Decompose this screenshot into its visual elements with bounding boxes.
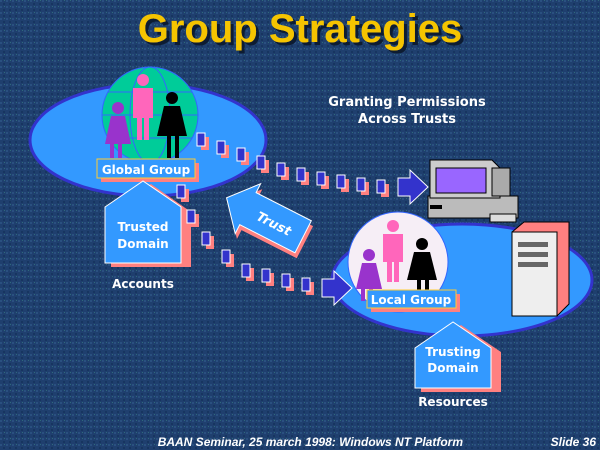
computer-icon: [427, 159, 519, 223]
page-title: Group Strategies: [138, 7, 463, 51]
chain-square: [241, 263, 251, 278]
resources-label: Resources: [418, 395, 488, 409]
permission-path-top: [196, 132, 389, 197]
people-icon: [356, 220, 437, 301]
local-group-label-box: [366, 289, 457, 309]
chain-square: [276, 162, 286, 177]
chain-square: [186, 209, 196, 224]
chain-square: [236, 147, 246, 162]
permission-path-bottom: [176, 184, 314, 295]
chain-square: [196, 132, 206, 147]
chain-square: [376, 179, 386, 194]
trusting-domain-badge: [414, 321, 492, 389]
chain-square: [301, 277, 311, 292]
trusting-domain-line2: Domain: [427, 361, 478, 375]
chain-square: [221, 249, 231, 264]
global-group-label-box: [96, 158, 196, 179]
server-icon: [511, 221, 570, 317]
local-group-label: Local Group: [371, 293, 452, 307]
chain-square: [216, 140, 226, 155]
caption-line2: Across Trusts: [358, 112, 456, 127]
chain-square: [336, 174, 346, 189]
chain-square: [256, 155, 266, 170]
arrow-to-computer-icon: [397, 168, 429, 206]
trusted-domain-line1: Trusted: [118, 220, 169, 234]
chain-square: [176, 184, 186, 199]
chain-square: [356, 177, 366, 192]
trusted-domain-badge: [104, 180, 182, 264]
arrow-to-local-group-icon: [321, 269, 353, 307]
footer-text: BAAN Seminar, 25 march 1998: Windows NT …: [158, 435, 464, 449]
chain-square: [316, 171, 326, 186]
global-group-label: Global Group: [102, 163, 191, 177]
trusted-domain-line2: Domain: [117, 237, 168, 251]
trusting-domain-line1: Trusting: [425, 345, 480, 359]
slide-number: Slide 36: [551, 435, 597, 449]
chain-square: [201, 231, 211, 246]
people-icon: [105, 74, 187, 158]
trust-arrow-icon: Trust: [225, 182, 314, 259]
chain-square: [281, 273, 291, 288]
chain-square: [296, 167, 306, 182]
chain-square: [261, 268, 271, 283]
caption-line1: Granting Permissions: [328, 95, 486, 110]
accounts-label: Accounts: [112, 277, 174, 291]
